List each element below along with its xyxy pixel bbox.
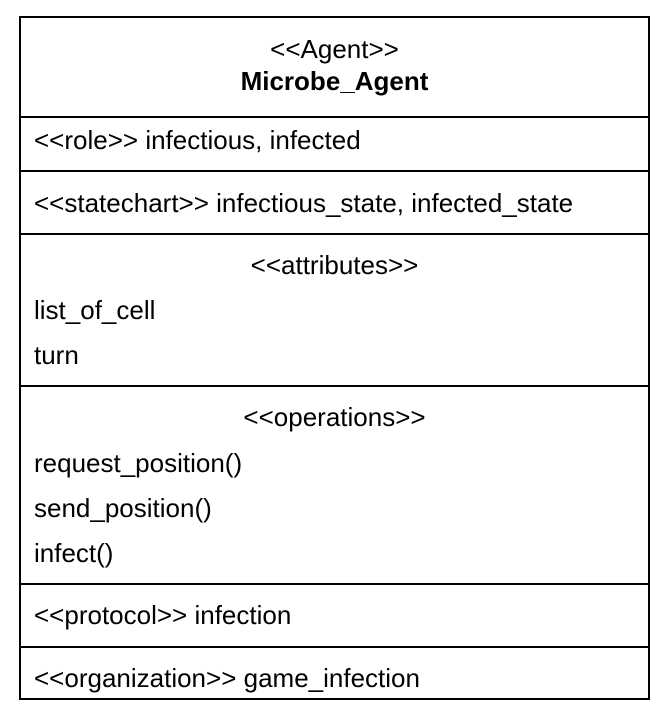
statechart-compartment: <<statechart>> infectious_state, infecte…: [21, 172, 648, 233]
class-name: Microbe_Agent: [240, 66, 429, 96]
attribute-item: list_of_cell: [34, 295, 156, 325]
attribute-item: turn: [34, 340, 79, 370]
class-header: <<Agent>> Microbe_Agent: [21, 18, 648, 116]
separator-operations: [21, 583, 648, 585]
operations-header: <<operations>>: [243, 402, 426, 432]
operation-item: send_position(): [34, 493, 212, 523]
operations-compartment: <<operations>> request_position() send_p…: [21, 387, 648, 583]
protocol-compartment: <<protocol>> infection: [21, 585, 648, 646]
organization-text: <<organization>> game_infection: [34, 663, 420, 693]
attributes-compartment: <<attributes>> list_of_cell turn: [21, 235, 648, 385]
operation-item: infect(): [34, 538, 114, 568]
class-stereotype: <<Agent>>: [270, 34, 399, 64]
separator-header: [21, 116, 648, 118]
separator-statechart: [21, 233, 648, 235]
separator-attributes: [21, 385, 648, 387]
role-compartment: <<role>> infectious, infected: [21, 118, 648, 170]
attributes-header: <<attributes>>: [250, 250, 419, 280]
uml-class-box: <<Agent>> Microbe_Agent <<role>> infecti…: [19, 16, 650, 700]
role-text: <<role>> infectious, infected: [34, 125, 361, 155]
separator-role: [21, 170, 648, 172]
separator-protocol: [21, 646, 648, 648]
statechart-text: <<statechart>> infectious_state, infecte…: [34, 188, 574, 218]
protocol-text: <<protocol>> infection: [34, 600, 292, 630]
organization-compartment: <<organization>> game_infection: [21, 648, 648, 698]
operation-item: request_position(): [34, 448, 243, 478]
